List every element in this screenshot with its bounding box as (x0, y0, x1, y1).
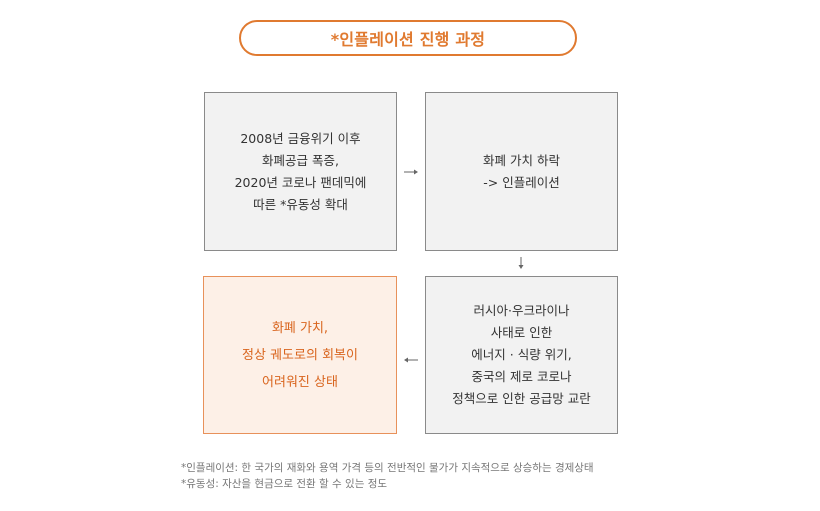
box-liquidity-expansion: 2008년 금융위기 이후 화폐공급 폭증, 2020년 코로나 팬데믹에 따른… (204, 92, 397, 251)
box-line: 2008년 금융위기 이후 (240, 130, 361, 146)
box-line: 어려워진 상태 (262, 374, 338, 390)
box-currency-devaluation: 화폐 가치 하락 -> 인플레이션 (425, 92, 618, 251)
box-line: 2020년 코로나 팬데믹에 (234, 174, 367, 190)
arrow-down-icon (518, 257, 524, 269)
box-line: 화폐공급 폭증, (262, 152, 339, 168)
box-line: -> 인플레이션 (483, 174, 560, 190)
box-line: 정상 궤도로의 회복이 (242, 347, 358, 363)
box-line: 에너지 · 식량 위기, (471, 347, 572, 362)
box-line: 러시아·우크라이나 (473, 303, 570, 318)
footnote-inflation: *인플레이션: 한 국가의 재화와 용역 가격 등의 전반적인 물가가 지속적으… (181, 462, 594, 474)
arrow-left-icon (404, 357, 418, 363)
footnotes: *인플레이션: 한 국가의 재화와 용역 가격 등의 전반적인 물가가 지속적으… (181, 460, 594, 492)
footnote-liquidity: *유동성: 자산을 현금으로 전환 할 수 있는 정도 (181, 478, 388, 490)
box-line: 화폐 가치, (271, 320, 329, 336)
box-supply-crisis: 러시아·우크라이나 사태로 인한 에너지 · 식량 위기, 중국의 제로 코로나… (425, 276, 618, 434)
box-line: 따른 *유동성 확대 (253, 196, 348, 212)
box-line: 정책으로 인한 공급망 교란 (452, 391, 591, 406)
box-line: 화폐 가치 하락 (483, 152, 560, 168)
box-line: 사태로 인한 (490, 325, 553, 340)
arrow-right-icon (404, 169, 418, 175)
box-recovery-difficulty: 화폐 가치, 정상 궤도로의 회복이 어려워진 상태 (203, 276, 397, 434)
box-line: 중국의 제로 코로나 (471, 369, 572, 384)
diagram-title: *인플레이션 진행 과정 (239, 20, 577, 56)
